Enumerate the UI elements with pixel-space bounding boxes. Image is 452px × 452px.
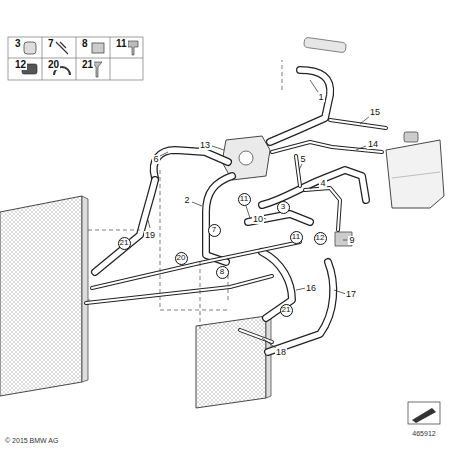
- legend-part-number: 8: [81, 39, 89, 49]
- callout-circle: 12: [314, 232, 327, 245]
- callout-number: 9: [348, 236, 355, 245]
- callout-number: 14: [367, 140, 379, 149]
- footer-text: © 2015 BMW AG: [4, 437, 59, 444]
- callout-number: 4: [319, 179, 326, 188]
- callout-circle: 21: [280, 304, 293, 317]
- callout-number: 13: [199, 141, 211, 150]
- callout-circle: 20: [175, 252, 188, 265]
- callout-number: 5: [299, 155, 306, 164]
- callout-circle: 11: [238, 193, 251, 206]
- parts-legend-grid: [8, 37, 143, 80]
- leader-lines: [148, 80, 370, 348]
- callout-circle: 3: [277, 201, 290, 214]
- callout-number: 1: [317, 93, 324, 102]
- callout-circle: 11: [290, 231, 303, 244]
- callout-number: 17: [345, 290, 357, 299]
- callout-number: 10: [252, 215, 264, 224]
- callout-number: 18: [275, 348, 287, 357]
- legend-part-number: 3: [14, 39, 22, 49]
- legend-part-number: 12: [14, 60, 27, 70]
- legend-part-number: 7: [47, 39, 55, 49]
- callout-circle: 7: [208, 224, 221, 237]
- legend-part-number: 11: [115, 39, 128, 49]
- hoses: [86, 70, 386, 352]
- legend-part-number: 21: [81, 60, 94, 70]
- callout-number: 19: [144, 231, 156, 240]
- callout-number: 16: [305, 284, 317, 293]
- callout-number: 6: [152, 155, 159, 164]
- callout-circle: 8: [216, 266, 229, 279]
- callout-circle: 21: [118, 237, 131, 250]
- callout-number: 2: [183, 196, 190, 205]
- callout-number: 15: [369, 108, 381, 117]
- legend-part-number: 20: [47, 60, 60, 70]
- footer-text: 465912: [411, 430, 436, 437]
